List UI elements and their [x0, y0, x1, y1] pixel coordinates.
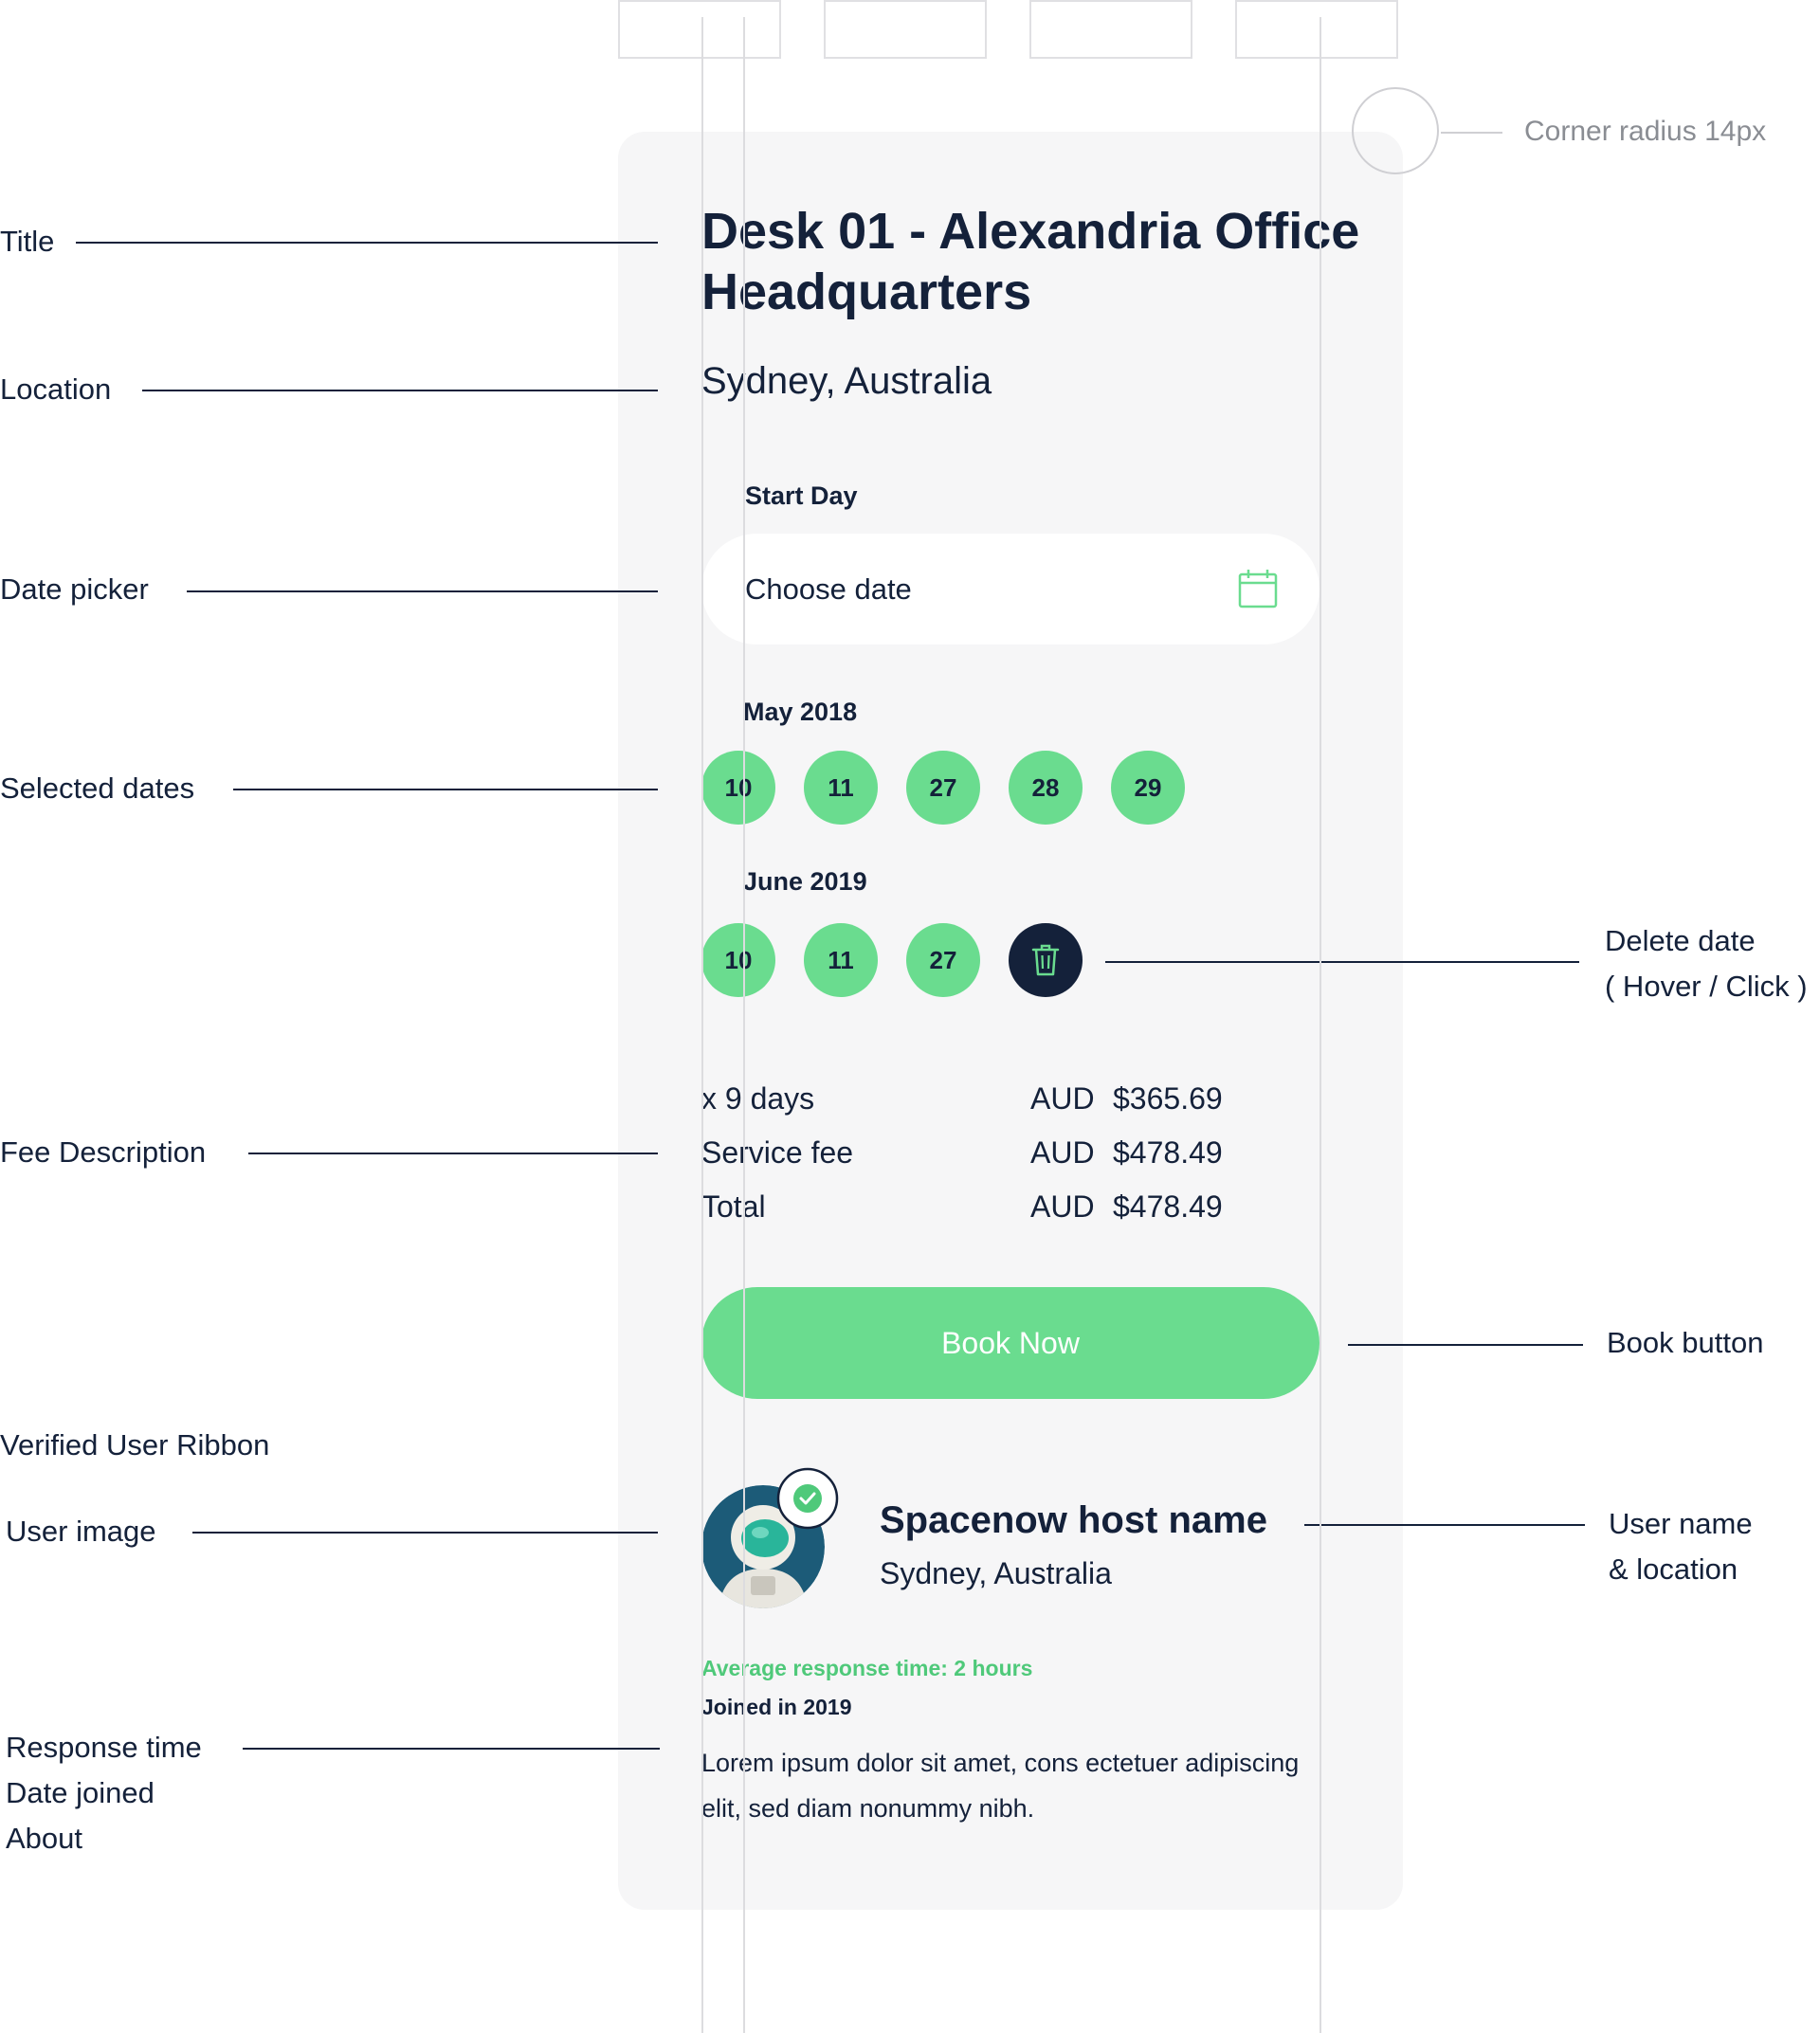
month-label-june-2019: June 2019 [743, 867, 867, 896]
fee-label: x 9 days [701, 1081, 815, 1116]
annotation-response-time: Response time [6, 1731, 202, 1764]
start-day-label: Start Day [745, 481, 858, 510]
annotation-fee-description-line [248, 1153, 658, 1154]
date-chip[interactable]: 10 [701, 751, 775, 825]
calendar-icon[interactable] [1238, 569, 1278, 608]
guide-line-2 [743, 17, 745, 2033]
annotation-user-image: User image [6, 1515, 156, 1548]
annotation-location: Location [0, 372, 112, 406]
fee-label: Total [701, 1189, 766, 1224]
grid-box-4 [1235, 0, 1398, 59]
annotation-response-time-line [243, 1748, 660, 1750]
guide-line-1 [701, 17, 703, 2033]
date-chip[interactable]: 27 [906, 751, 980, 825]
date-chip[interactable]: 10 [701, 923, 775, 997]
booking-card [618, 132, 1403, 1910]
book-now-button[interactable]: Book Now [701, 1287, 1320, 1399]
annotation-book-button-line [1348, 1344, 1583, 1346]
annotation-verified-ribbon: Verified User Ribbon [0, 1428, 270, 1461]
date-chip[interactable]: 11 [804, 751, 878, 825]
annotation-user-name: User name [1609, 1507, 1753, 1540]
annotation-book-button: Book button [1607, 1326, 1764, 1359]
annotation-user-name-sub: & location [1609, 1552, 1738, 1586]
annotation-title-line [76, 242, 658, 244]
date-picker-input[interactable] [701, 534, 1320, 644]
date-chip[interactable]: 28 [1009, 751, 1083, 825]
annotation-user-name-line [1304, 1524, 1585, 1526]
host-location: Sydney, Australia [880, 1556, 1112, 1590]
fee-currency: AUD [1030, 1135, 1095, 1170]
date-chip[interactable]: 27 [906, 923, 980, 997]
annotation-delete-date-line [1105, 961, 1579, 963]
annotation-fee-description: Fee Description [0, 1135, 207, 1169]
host-name: Spacenow host name [880, 1499, 1267, 1541]
fee-label: Service fee [701, 1135, 854, 1170]
grid-box-1 [618, 0, 781, 59]
annotation-selected-dates: Selected dates [0, 771, 195, 805]
delete-date-button[interactable] [1009, 923, 1083, 997]
response-time: Average response time: 2 hours [701, 1656, 1033, 1680]
date-chip[interactable]: 29 [1111, 751, 1185, 825]
annotation-title: Title [0, 225, 55, 258]
date-joined: Joined in 2019 [701, 1695, 852, 1719]
annotation-date-picker-line [187, 590, 658, 592]
corner-radius-marker [1352, 87, 1439, 174]
annotation-date-picker: Date picker [0, 572, 149, 606]
trash-icon [1031, 944, 1060, 976]
annotation-delete-date: Delete date [1605, 924, 1756, 957]
grid-box-2 [824, 0, 987, 59]
guide-line-3 [1320, 17, 1321, 2033]
annotation-selected-dates-line [233, 789, 658, 790]
annotation-about: About [6, 1822, 83, 1855]
verified-check-icon [776, 1467, 839, 1530]
grid-box-3 [1029, 0, 1192, 59]
host-about: Lorem ipsum dolor sit amet, cons ectetue… [701, 1749, 1300, 1823]
date-chip[interactable]: 11 [804, 923, 878, 997]
annotation-location-line [142, 390, 658, 391]
fee-amount: $365.69 [1113, 1081, 1223, 1116]
fee-amount: $478.49 [1113, 1189, 1223, 1224]
annotation-user-image-line [192, 1532, 658, 1534]
fee-currency: AUD [1030, 1081, 1095, 1116]
fee-currency: AUD [1030, 1189, 1095, 1224]
desk-title: Desk 01 - Alexandria Office Headquarters [701, 203, 1360, 320]
month-label-may-2018: May 2018 [743, 698, 858, 726]
fee-amount: $478.49 [1113, 1135, 1223, 1170]
annotation-date-joined: Date joined [6, 1776, 155, 1809]
annotation-delete-date-sub: ( Hover / Click ) [1605, 970, 1808, 1003]
corner-radius-label: Corner radius 14px [1524, 116, 1767, 147]
desk-location: Sydney, Australia [701, 360, 992, 402]
corner-radius-leader [1441, 132, 1502, 134]
